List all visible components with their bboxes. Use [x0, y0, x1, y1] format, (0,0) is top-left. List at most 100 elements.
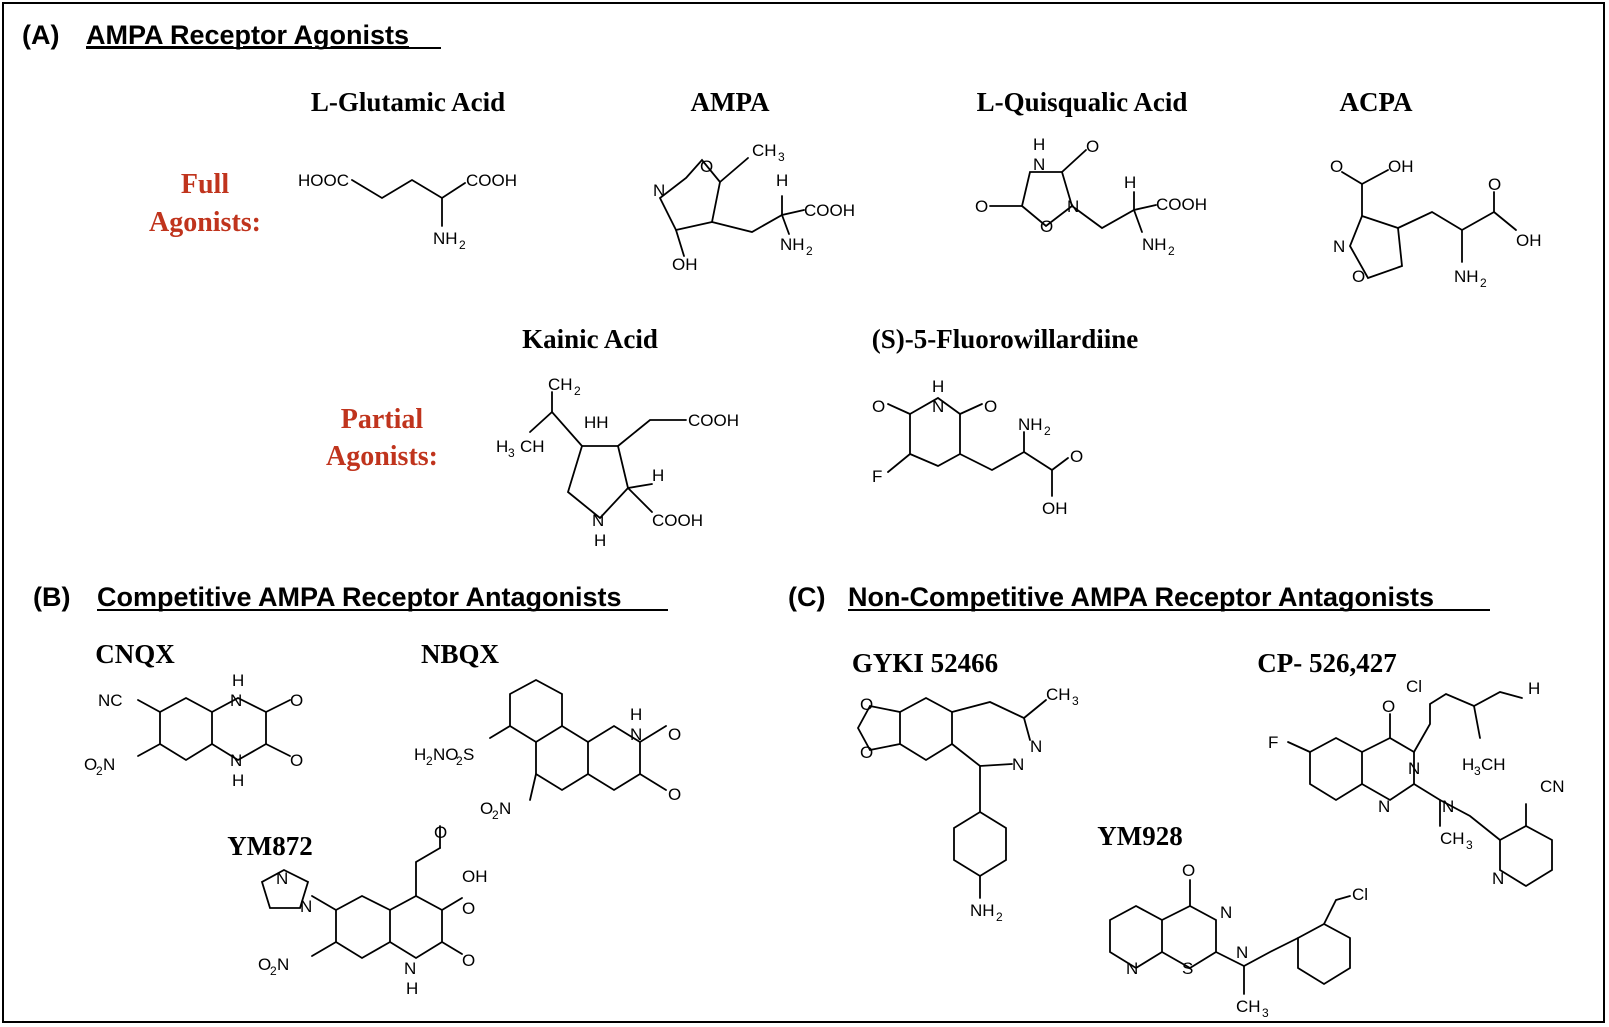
atom-oh: OH — [1042, 499, 1068, 518]
atom-h: H — [406, 979, 418, 998]
structure-glutamic: HOOC COOH NH 2 — [298, 171, 517, 252]
structure-ym928: O N N S N CH 3 Cl — [1109, 861, 1368, 1020]
structure-kainic: CH 2 H 3 CH HH COOH H COOH N H — [496, 375, 739, 550]
atom-sub-3: 3 — [1474, 764, 1481, 778]
atom-ch: CH — [1046, 685, 1071, 704]
atom-h: H — [1033, 135, 1045, 154]
compound-name-ym872: YM872 — [227, 831, 312, 861]
atom-o: O — [462, 899, 475, 918]
atom-h: H — [232, 771, 244, 790]
compound-name-nbqx: NBQX — [421, 639, 500, 669]
partial-agonists-label-line1: Partial — [341, 404, 424, 435]
atom-n: N — [1067, 197, 1079, 216]
atom-sub-3: 3 — [1072, 694, 1079, 708]
atom-n: N — [1012, 755, 1024, 774]
structure-gyki: O O CH 3 N N NH 2 — [856, 685, 1079, 924]
section-c-prefix: (C) — [788, 582, 825, 612]
atom-nh: NH — [970, 901, 995, 920]
atom-n: N — [630, 725, 642, 744]
atom-ch: CH — [1236, 997, 1261, 1016]
atom-n: N — [103, 755, 115, 774]
atom-sub-2: 2 — [456, 754, 463, 768]
atom-o: O — [434, 823, 447, 842]
atom-ch: CH — [548, 375, 573, 394]
section-c-title: Non-Competitive AMPA Receptor Antagonist… — [848, 582, 1434, 612]
atom-n: N — [300, 897, 312, 916]
atom-h: H — [1528, 679, 1540, 698]
atom-n: N — [277, 955, 289, 974]
atom-o: O — [872, 397, 885, 416]
compound-name-ampa: AMPA — [691, 87, 770, 117]
compound-name-gyki: GYKI 52466 — [852, 648, 998, 678]
atom-sub-2: 2 — [96, 764, 103, 778]
atom-h: H — [1124, 173, 1136, 192]
atom-cn: CN — [1540, 777, 1565, 796]
structure-cp: O F Cl H N H 3 CH CN N N CH 3 N — [1268, 677, 1565, 888]
atom-o: O — [258, 955, 271, 974]
atom-o: O — [984, 397, 997, 416]
atom-cooh: COOH — [1156, 195, 1207, 214]
atom-n: N — [276, 869, 288, 888]
atom-o: O — [1040, 217, 1053, 236]
atom-n: N — [592, 511, 604, 530]
atom-nh: NH — [1454, 267, 1479, 286]
atom-oh: OH — [1516, 231, 1542, 250]
compound-name-glutamic: L-Glutamic Acid — [311, 87, 505, 117]
atom-o: O — [700, 157, 713, 176]
atom-o: O — [1070, 447, 1083, 466]
atom-sub-2: 2 — [492, 808, 499, 822]
atom-hh: HH — [584, 413, 609, 432]
structure-quisqualic: H N O O N O H COOH NH 2 — [975, 135, 1207, 258]
atom-sub-2: 2 — [1480, 276, 1487, 290]
atom-sub-3: 3 — [1466, 838, 1473, 852]
atom-h: H — [1462, 755, 1474, 774]
atom-o: O — [1330, 157, 1343, 176]
atom-cooh: COOH — [688, 411, 739, 430]
atom-cooh: COOH — [804, 201, 855, 220]
atom-c: CH — [1481, 755, 1506, 774]
atom-hooc: HOOC — [298, 171, 349, 190]
structure-cnqx: H N N H O O NC O 2 N — [84, 671, 303, 790]
atom-sub-2: 2 — [459, 238, 466, 252]
compound-name-ym928: YM928 — [1097, 821, 1182, 851]
structure-nbqx: H N O O H 2 NO 2 S O 2 N — [414, 678, 681, 822]
atom-sub-3: 3 — [778, 150, 785, 164]
atom-oh: OH — [672, 255, 698, 274]
atom-o: O — [1086, 137, 1099, 156]
atom-o: O — [462, 951, 475, 970]
atom-o: O — [860, 695, 873, 714]
atom-h: H — [232, 671, 244, 690]
atom-o: O — [290, 751, 303, 770]
compound-name-cnqx: CNQX — [95, 639, 175, 669]
atom-sub-2: 2 — [806, 244, 813, 258]
atom-cooh: COOH — [466, 171, 517, 190]
atom-h: H — [932, 377, 944, 396]
atom-sub-3: 3 — [1262, 1006, 1269, 1020]
atom-n: N — [1126, 959, 1138, 978]
section-a-prefix: (A) — [22, 20, 59, 50]
atom-n: N — [653, 181, 665, 200]
compound-name-kainic: Kainic Acid — [522, 324, 658, 354]
atom-o: O — [84, 755, 97, 774]
atom-n: N — [404, 959, 416, 978]
structure-ym872: O OH O O N H N N O 2 N — [258, 823, 488, 998]
atom-ch: CH — [752, 141, 777, 160]
atom-nh: NH — [780, 235, 805, 254]
atom-n: N — [1030, 737, 1042, 756]
atom-sub-2: 2 — [426, 754, 433, 768]
section-b-title: Competitive AMPA Receptor Antagonists — [97, 582, 622, 612]
atom-cl: Cl — [1406, 677, 1422, 696]
atom-o: O — [1382, 697, 1395, 716]
atom-n: N — [230, 751, 242, 770]
compound-name-fluorowillardiine: (S)-5-Fluorowillardiine — [872, 324, 1139, 354]
atom-nh: NH — [433, 229, 458, 248]
atom-n: N — [932, 397, 944, 416]
atom-cooh: COOH — [652, 511, 703, 530]
structure-fluorowillardiine: H N O O F NH 2 O OH — [872, 377, 1083, 518]
atom-n: N — [230, 691, 242, 710]
atom-o: O — [1182, 861, 1195, 880]
atom-sub-2: 2 — [996, 910, 1003, 924]
